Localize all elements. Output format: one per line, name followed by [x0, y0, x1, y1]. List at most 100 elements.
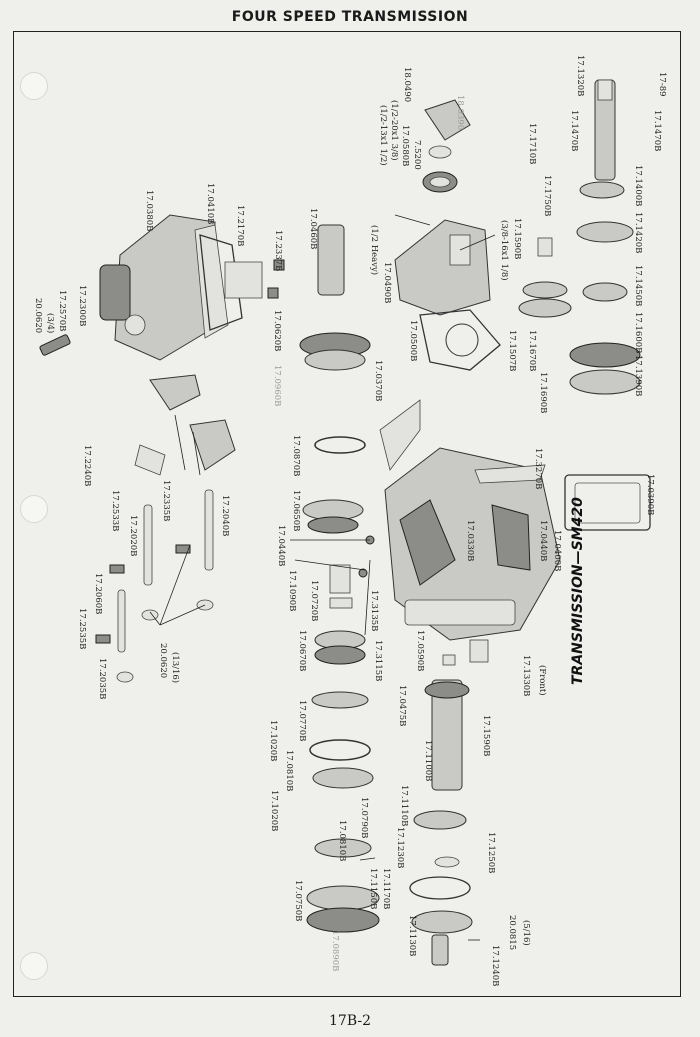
callout-label: 17.0490B [382, 262, 392, 303]
callout-label: 17.0810B [284, 750, 294, 791]
binder-hole-bottom [20, 952, 48, 980]
callout-label: (5/16) [521, 920, 532, 946]
callout-label: 17.2535B [77, 608, 87, 649]
callout-label: 17.1320B [575, 55, 585, 96]
callout-label: 17.2337B [273, 230, 283, 271]
callout-label: 17.1330B [521, 655, 531, 696]
callout-label: 17.1250B [486, 832, 496, 873]
callout-label: 17.0440B [538, 520, 548, 561]
clutch-housing-plate [224, 261, 263, 299]
shifter-spring [39, 334, 71, 356]
callout-label: 17.2240B [82, 445, 92, 486]
callout-label: 17.3135B [369, 590, 379, 631]
callout-label: 17.0770B [297, 700, 307, 741]
callout-label: 17.1590B [481, 715, 491, 756]
callout-label: 17.0580B [400, 125, 410, 166]
callout-label: 7.5200 [412, 140, 422, 170]
callout-label: 17.1710B [527, 123, 537, 164]
diagram-frame [13, 31, 681, 997]
callout-label: 18.0390 [455, 95, 465, 130]
callout-label: 17.0500B [408, 320, 418, 361]
callout-label: 17.0790B [359, 797, 369, 838]
callout-label: 17.0400B [552, 530, 562, 571]
top-cover-assembly [99, 214, 229, 361]
binder-hole-top [20, 72, 48, 100]
callout-label: 17.0460B [308, 208, 318, 249]
callout-label: 17.1690B [538, 372, 548, 413]
transmission-case [384, 447, 561, 641]
shifter-forks [134, 374, 236, 476]
callout-label: 17.2570B [57, 290, 67, 331]
oil-seal-upper [422, 145, 458, 193]
callout-label: 17.0410B [205, 183, 215, 224]
callout-label: 17.1670B [527, 330, 537, 371]
callout-label: 17.0370B [373, 360, 383, 401]
callout-label: 17.1090B [287, 570, 297, 611]
callout-label: 17.0380B [144, 190, 154, 231]
front-bearing-cap [419, 309, 501, 371]
callout-label: 17.0590B [415, 630, 425, 671]
pinion-shaft [424, 679, 470, 791]
callout-label: 17.0960B [272, 365, 282, 406]
pto-cover-plate [564, 474, 651, 531]
shift-housing-top [394, 219, 491, 316]
callout-label: 17.0440B [276, 525, 286, 566]
callout-label: 17.1170B [381, 868, 391, 909]
callout-label: (3/4) [45, 313, 56, 333]
leader-lines [149, 214, 496, 941]
callout-label: 17.1470B [569, 110, 579, 151]
countershaft-gear-cluster [569, 181, 641, 395]
callout-label: 17.0750B [293, 880, 303, 921]
callout-label: 17.3270B [533, 448, 543, 489]
callout-label: 17.0650B [291, 490, 301, 531]
callout-label: 17.0810B [337, 820, 347, 861]
callout-label: 17.1130B [407, 915, 417, 956]
output-flange-assembly [409, 810, 473, 966]
callout-label: 17.1100B [423, 740, 433, 781]
callout-label: (13/16) [170, 652, 181, 683]
callout-label: (1/2 Heavy) [369, 225, 380, 275]
binder-hole-middle [20, 495, 48, 523]
callout-label: 17.1110B [399, 785, 409, 826]
callout-label: 17.0670B [297, 630, 307, 671]
transmission-model-label: TRANSMISSION—SM420 [570, 497, 586, 685]
callout-label: 17.0330B [465, 520, 475, 561]
callout-label: (1/2-20x1 3/8) [389, 100, 400, 161]
callout-label: 17.0620B [272, 310, 282, 351]
callout-label: (3/8-16x1 1/8) [499, 220, 510, 281]
callout-label: 17.0475B [397, 685, 407, 726]
callout-label: (Front) [537, 665, 548, 696]
callout-label: (1/2-13x1 1/2) [378, 105, 389, 166]
callout-label: 17.2040B [220, 495, 230, 536]
main-shaft [594, 79, 616, 181]
cover-gasket [199, 234, 243, 331]
callout-label: 17.0890B [330, 930, 340, 971]
callout-label: 17.1450B [633, 265, 643, 306]
callout-label: 17.1020B [268, 720, 278, 761]
shift-rails [117, 489, 214, 653]
callout-label: 17.3115B [373, 640, 383, 681]
reverse-idler-gears [518, 237, 572, 318]
callout-label: 17.1600B [633, 312, 643, 353]
callout-label: 17.0870B [291, 435, 301, 476]
callout-label: 17.1240B [490, 945, 500, 986]
case-fittings [267, 259, 489, 666]
callout-label: 17.1470B [652, 110, 662, 151]
callout-label: 17.1400B [633, 165, 643, 206]
callout-label: 17.1390B [633, 355, 643, 396]
callout-label: 17.1230B [395, 827, 405, 868]
callout-label: 17.2035B [97, 658, 107, 699]
callout-label: 20.0620 [33, 298, 43, 333]
interlock-parts [95, 544, 214, 683]
callout-label: 17.2170B [235, 205, 245, 246]
callout-label: 20.0815 [507, 915, 517, 950]
callout-label: 20.0620 [158, 643, 168, 678]
callout-label: 17.2020B [128, 515, 138, 556]
input-shaft-and-gear [299, 224, 371, 371]
callout-label: 17.1420B [633, 212, 643, 253]
callout-labels: (1/2-20x1 3/8) 18.0490 18.0390 17.1320B … [33, 55, 667, 986]
callout-label: 17.0390B [645, 474, 655, 515]
callout-label: 17.1150B [368, 868, 378, 909]
callout-label: 17-89 [657, 72, 667, 97]
